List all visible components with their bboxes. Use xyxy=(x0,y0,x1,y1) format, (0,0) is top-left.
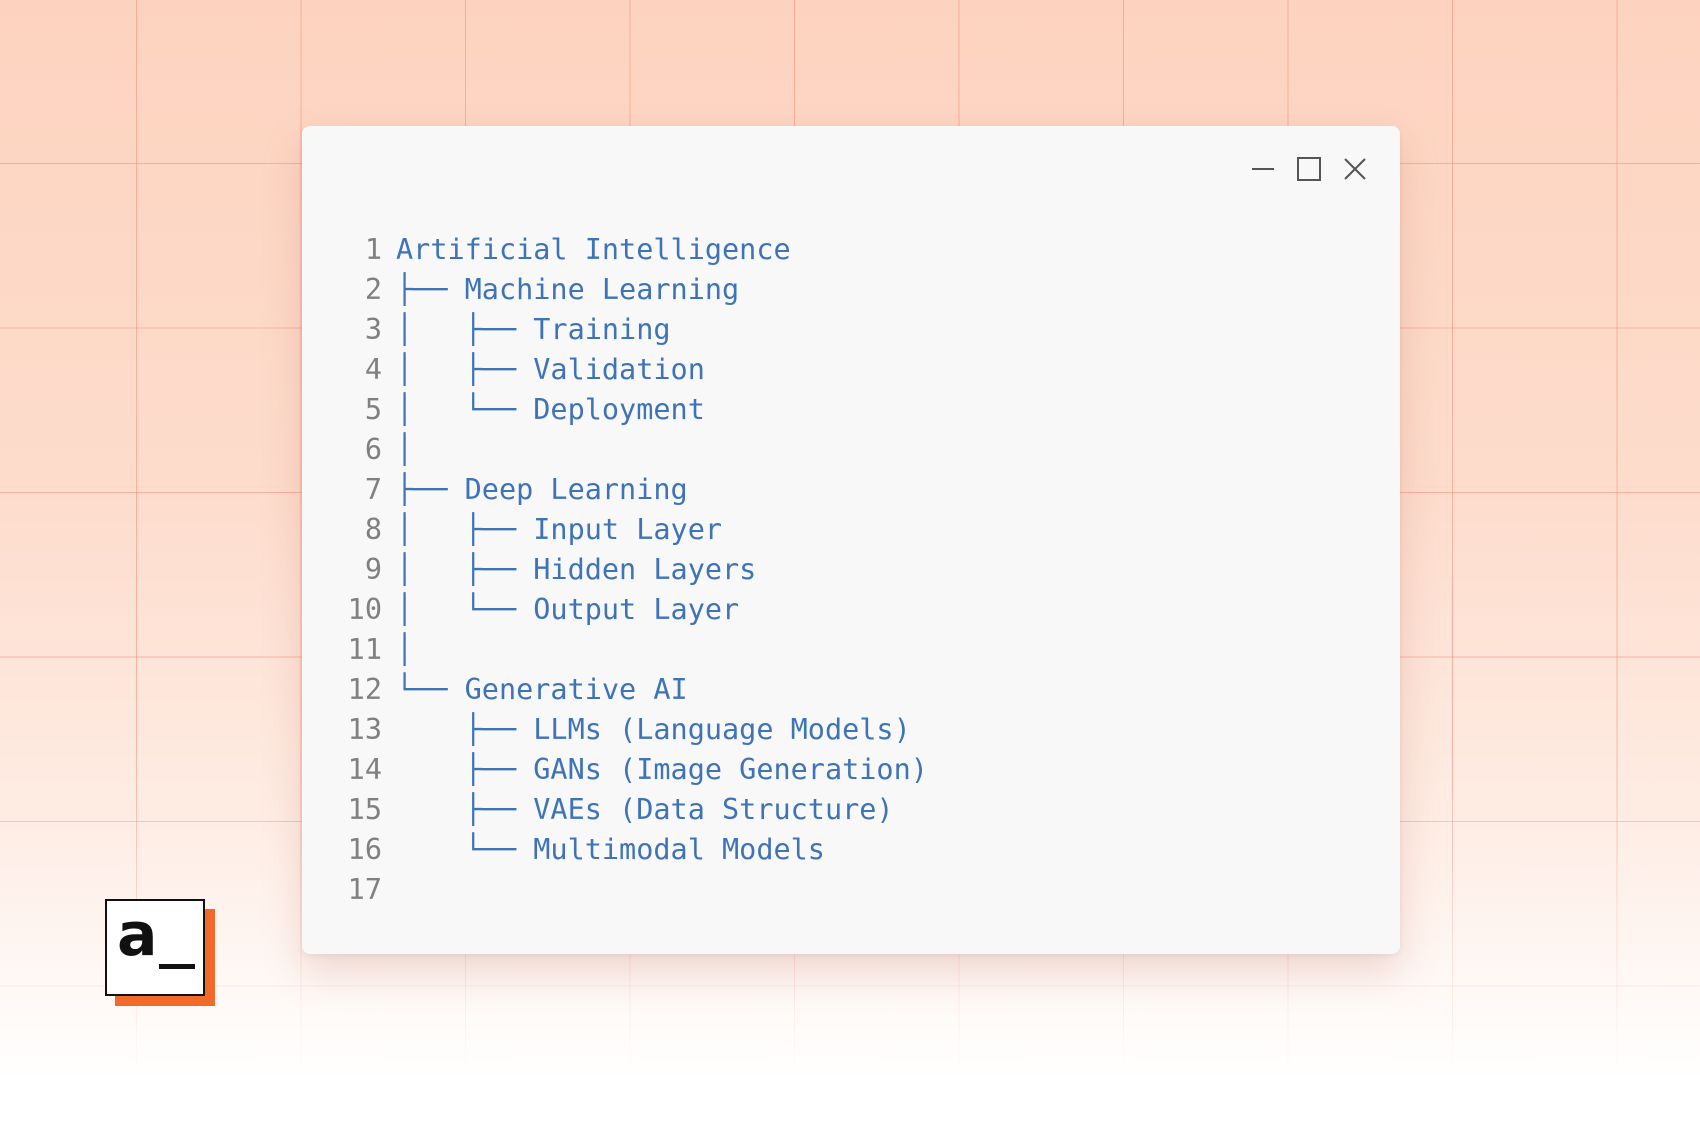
line-text: ├── Machine Learning xyxy=(396,273,740,306)
line-text: ├── GANs (Image Generation) xyxy=(396,753,928,786)
line-text: │ ├── Input Layer xyxy=(396,513,723,546)
code-line: 5 │ └── Deployment xyxy=(330,390,928,430)
code-line: 7 ├── Deep Learning xyxy=(330,470,928,510)
line-text: Artificial Intelligence xyxy=(396,233,791,266)
line-number: 13 xyxy=(347,713,382,746)
line-number: 6 xyxy=(364,433,382,466)
line-text: │ └── Deployment xyxy=(396,393,705,426)
code-line: 4 │ ├── Validation xyxy=(330,350,928,390)
code-line: 3 │ ├── Training xyxy=(330,310,928,350)
code-line: 14 ├── GANs (Image Generation) xyxy=(330,750,928,790)
window-controls xyxy=(1248,154,1370,184)
line-number: 14 xyxy=(347,753,382,786)
logo-letter: a xyxy=(117,900,158,970)
line-number: 16 xyxy=(347,833,382,866)
line-number: 10 xyxy=(347,593,382,626)
code-line: 15 ├── VAEs (Data Structure) xyxy=(330,790,928,830)
minimize-icon xyxy=(1252,168,1274,170)
code-line: 6│ xyxy=(330,430,928,470)
line-number: 8 xyxy=(364,513,382,546)
close-icon xyxy=(1344,158,1366,180)
line-number: 7 xyxy=(364,473,382,506)
code-line: 9 │ ├── Hidden Layers xyxy=(330,550,928,590)
code-line: 8 │ ├── Input Layer xyxy=(330,510,928,550)
line-text: │ ├── Training xyxy=(396,313,671,346)
code-line: 17 xyxy=(330,870,928,910)
line-number: 1 xyxy=(364,233,382,266)
code-line: 1 Artificial Intelligence xyxy=(330,230,928,270)
line-text: │ ├── Hidden Layers xyxy=(396,553,757,586)
code-line: 12 └── Generative AI xyxy=(330,670,928,710)
line-number: 17 xyxy=(347,873,382,906)
close-button[interactable] xyxy=(1340,154,1370,184)
line-text: │ ├── Validation xyxy=(396,353,705,386)
logo-cursor-underscore xyxy=(159,964,195,969)
line-text: │ xyxy=(396,633,414,666)
line-text: │ └── Output Layer xyxy=(396,593,740,626)
brand-logo: a xyxy=(105,899,215,1006)
code-line: 13 ├── LLMs (Language Models) xyxy=(330,710,928,750)
line-number: 12 xyxy=(347,673,382,706)
line-number: 2 xyxy=(364,273,382,306)
line-number: 11 xyxy=(347,633,382,666)
line-text: └── Multimodal Models xyxy=(396,833,825,866)
code-line: 2 ├── Machine Learning xyxy=(330,270,928,310)
editor-window: 1 Artificial Intelligence 2 ├── Machine Le… xyxy=(302,126,1400,954)
line-text: ├── VAEs (Data Structure) xyxy=(396,793,894,826)
line-text: ├── LLMs (Language Models) xyxy=(396,713,911,746)
code-editor[interactable]: 1 Artificial Intelligence 2 ├── Machine Le… xyxy=(330,230,928,910)
code-line: 10 │ └── Output Layer xyxy=(330,590,928,630)
line-number: 15 xyxy=(347,793,382,826)
maximize-button[interactable] xyxy=(1294,154,1324,184)
logo-box: a xyxy=(105,899,205,996)
line-number: 9 xyxy=(364,553,382,586)
line-number: 3 xyxy=(364,313,382,346)
line-text: └── Generative AI xyxy=(396,673,688,706)
line-number: 4 xyxy=(364,353,382,386)
maximize-icon xyxy=(1297,157,1321,181)
line-number: 5 xyxy=(364,393,382,426)
code-line: 16 └── Multimodal Models xyxy=(330,830,928,870)
minimize-button[interactable] xyxy=(1248,154,1278,184)
line-text: │ xyxy=(396,433,414,466)
line-text: ├── Deep Learning xyxy=(396,473,688,506)
code-line: 11 │ xyxy=(330,630,928,670)
